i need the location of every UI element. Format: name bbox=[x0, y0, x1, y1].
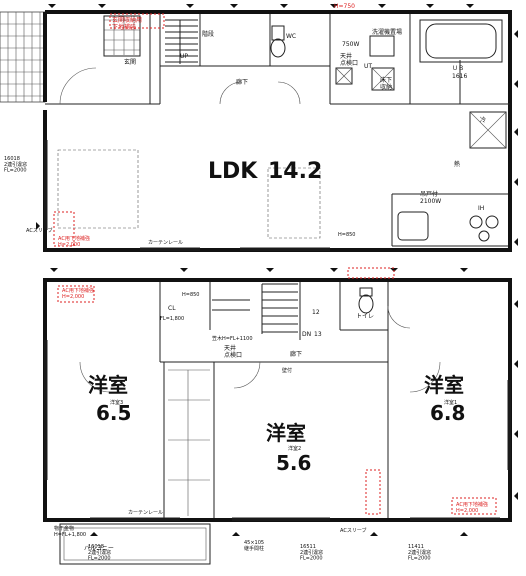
room2-tag: 洋室2 bbox=[288, 445, 301, 452]
stairs-1f bbox=[165, 19, 198, 64]
room3-name: 洋室 bbox=[424, 373, 464, 397]
bath-size-label: 1616 bbox=[452, 73, 467, 80]
wc-fixture bbox=[270, 25, 286, 58]
wc-label: WC bbox=[286, 33, 296, 40]
bath-label: ＵＢ bbox=[452, 65, 464, 72]
ac-sleeve-1f-label: ACスリーブ bbox=[26, 227, 53, 234]
entrance-label: 玄関 bbox=[124, 58, 136, 66]
curtain-rail-1f-label: カーテンレール bbox=[148, 240, 183, 246]
heater-label: 750W bbox=[342, 41, 359, 48]
heat-label: 熱 bbox=[454, 160, 460, 168]
stairs-2f bbox=[212, 283, 298, 334]
toilet-label: トイレ bbox=[356, 313, 374, 320]
ceiling-hatch-2f-label: 天井点検口 bbox=[224, 344, 242, 359]
room1-tag: 洋室3 bbox=[110, 399, 123, 406]
ceiling-hatch-1f-label: 天井点検口 bbox=[340, 52, 358, 67]
ground-floor-plan bbox=[0, 10, 512, 252]
h850-2f-label: H=850 bbox=[182, 292, 200, 298]
fridge-label: 冷 bbox=[480, 116, 486, 124]
hall-1f-label: 廊下 bbox=[236, 78, 248, 86]
washing-place-label: 洗濯機置場 bbox=[372, 28, 402, 36]
h850-1f-label: H=850 bbox=[338, 232, 356, 238]
room1-size: 6.5 bbox=[96, 401, 131, 425]
entry-tiles bbox=[103, 15, 141, 57]
curtain-rail-2f-label: カーテンレール bbox=[128, 510, 163, 516]
up-label: UP bbox=[180, 53, 188, 60]
ih-label: IH bbox=[478, 205, 484, 212]
cl-label: CL bbox=[168, 305, 176, 312]
stairs-label: 階段 bbox=[202, 30, 214, 38]
dn-label: DN bbox=[302, 331, 311, 338]
shoe-rack-note: 玄関収納用下地補強 bbox=[112, 16, 142, 31]
porch-tiles bbox=[0, 11, 46, 103]
room1-name: 洋室 bbox=[88, 373, 128, 397]
hall-2f-label: 廊下 bbox=[290, 350, 302, 358]
floor-storage-label: 床下収納 bbox=[380, 76, 392, 91]
balcony bbox=[59, 523, 211, 565]
ldk-label: LDK bbox=[208, 159, 258, 184]
h750-note: H=750 bbox=[334, 3, 355, 10]
ut-label: UT bbox=[364, 63, 372, 70]
bathtub bbox=[419, 19, 503, 63]
dimension-marks bbox=[36, 4, 518, 536]
labels: LDK 14.2 玄関 階段 UP WC 廊下 洗濯機置場 750W 天井点検口… bbox=[4, 3, 488, 562]
dn-number: 13 bbox=[314, 331, 322, 338]
upper-floor-plan bbox=[43, 267, 512, 565]
fl800-label: FL=1,800 bbox=[160, 316, 184, 322]
ac-sleeve-2f-label: ACスリーブ bbox=[340, 527, 367, 534]
balcony-label: バルコニー bbox=[84, 545, 114, 552]
room2-size: 5.6 bbox=[276, 451, 311, 475]
pipe-label: 壁付 bbox=[282, 367, 292, 374]
room3-size: 6.8 bbox=[430, 401, 465, 425]
ldk-size: 14.2 bbox=[268, 159, 322, 184]
room3-tag: 洋室1 bbox=[444, 399, 457, 406]
stair-number: 12 bbox=[312, 309, 320, 316]
kitchen-counter bbox=[391, 193, 508, 247]
room2-name: 洋室 bbox=[266, 421, 306, 445]
handrail-height-label: 笠木H=FL+1100 bbox=[212, 335, 253, 342]
